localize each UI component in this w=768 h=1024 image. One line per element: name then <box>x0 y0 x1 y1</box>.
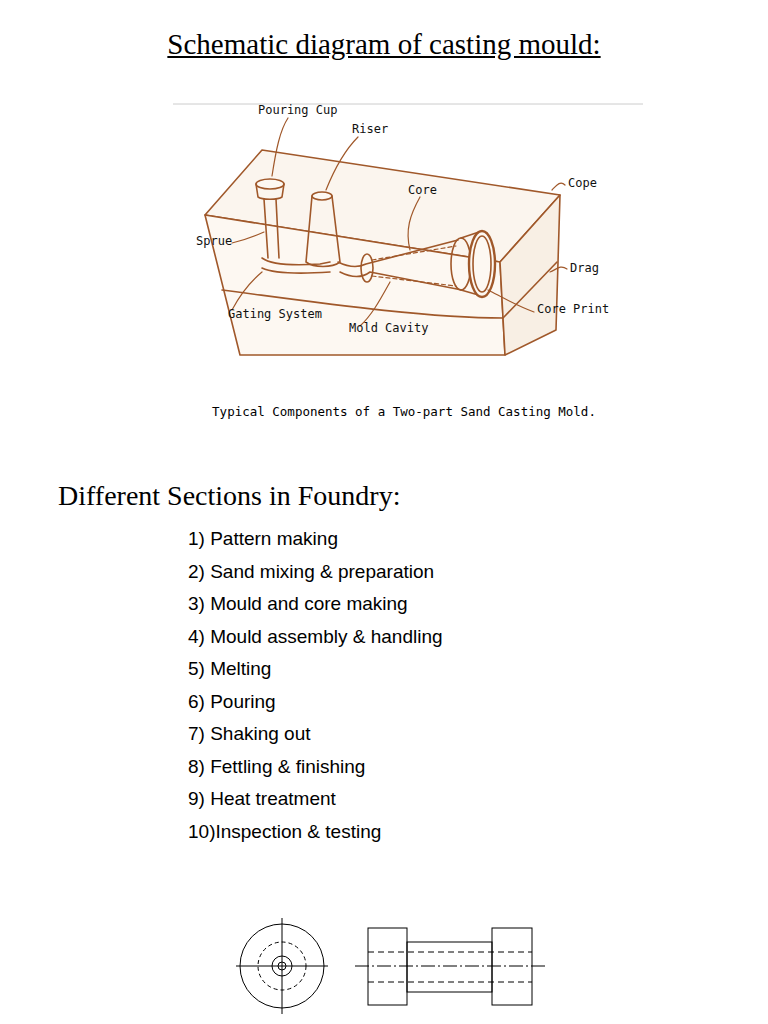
list-item: 6) Pouring <box>188 691 276 713</box>
list-item: 7) Shaking out <box>188 723 311 745</box>
figure-caption: Typical Components of a Two-part Sand Ca… <box>0 404 768 419</box>
part-label: Cope <box>568 176 597 190</box>
mould-box <box>205 150 560 355</box>
list-item: 3) Mould and core making <box>188 593 408 615</box>
part-label: Riser <box>352 122 388 136</box>
job-drawing <box>236 918 546 1014</box>
rule-line <box>173 104 643 105</box>
part-label: Pouring Cup <box>258 103 337 117</box>
part-label: Sprue <box>196 234 232 248</box>
part-label: Core <box>408 183 437 197</box>
list-item: 8) Fettling & finishing <box>188 756 365 778</box>
list-item: 2) Sand mixing & preparation <box>188 561 434 583</box>
list-item: 10)Inspection & testing <box>188 821 381 843</box>
leader-lines <box>232 118 567 326</box>
section-heading: Different Sections in Foundry: <box>58 480 400 512</box>
list-item: 4) Mould assembly & handling <box>188 626 443 648</box>
list-item: 9) Heat treatment <box>188 788 336 810</box>
list-item: 5) Melting <box>188 658 271 680</box>
list-item: 1) Pattern making <box>188 528 338 550</box>
part-label: Gating System <box>228 307 322 321</box>
page-title: Schematic diagram of casting mould: <box>0 28 768 61</box>
part-label: Drag <box>570 261 599 275</box>
part-label: Core Print <box>537 302 609 316</box>
part-label: Mold Cavity <box>349 321 428 335</box>
